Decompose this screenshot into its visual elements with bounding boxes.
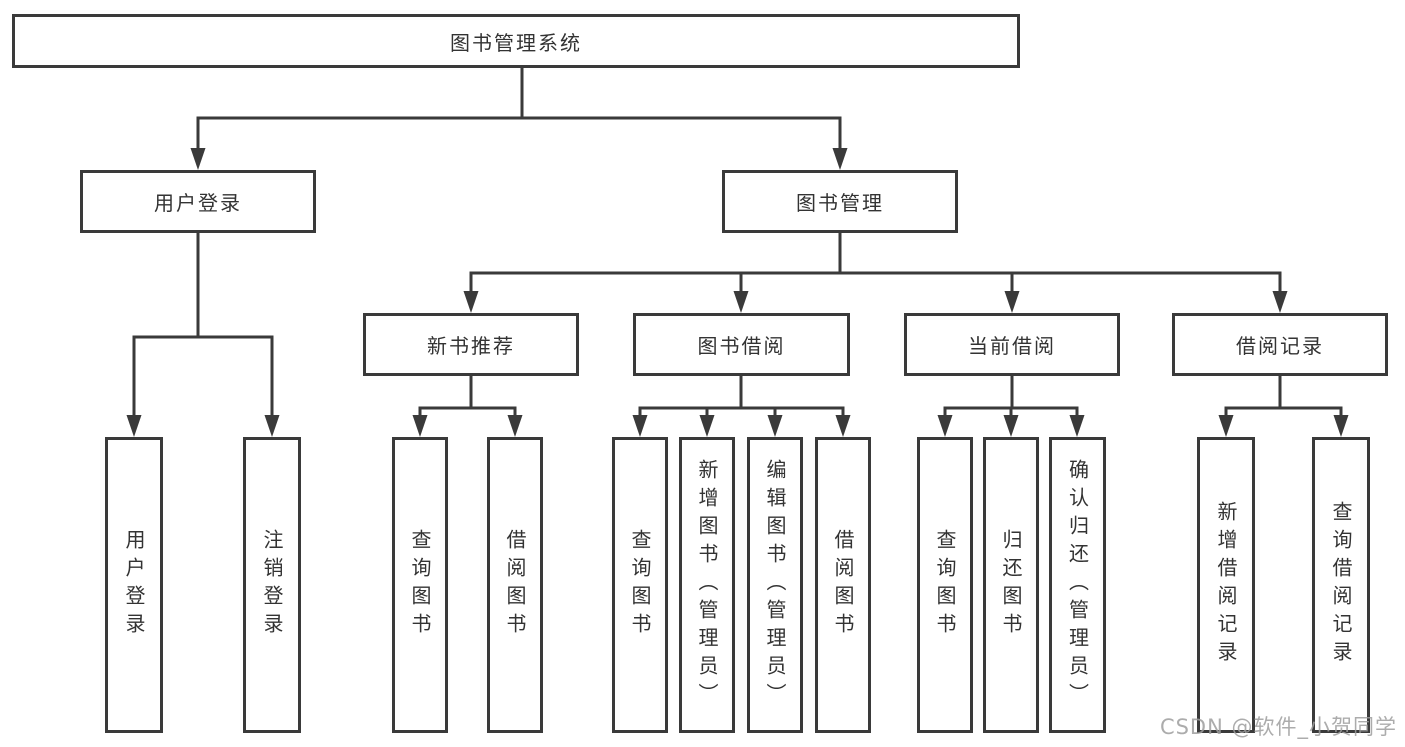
leaf-query-books-recommend: 查询图书 bbox=[392, 437, 448, 733]
node-root-library-system: 图书管理系统 bbox=[12, 14, 1020, 68]
csdn-watermark: CSDN @软件_小贺同学 bbox=[1159, 715, 1397, 739]
node-new-book-recommendation: 新书推荐 bbox=[363, 313, 579, 376]
leaf-query-borrow-record: 查询借阅记录 bbox=[1312, 437, 1370, 733]
leaf-add-books-admin: 新增图书（管理员） bbox=[679, 437, 735, 733]
connector-newbook-to-leaves bbox=[412, 374, 523, 437]
connector-currentborrow-to-leaves bbox=[937, 374, 1085, 437]
leaf-logout: 注销登录 bbox=[243, 437, 301, 733]
connector-root-to-level2 bbox=[190, 66, 848, 170]
leaf-return-books: 归还图书 bbox=[983, 437, 1039, 733]
node-borrowing-records: 借阅记录 bbox=[1172, 313, 1388, 376]
connector-bookmgmt-to-level3 bbox=[463, 231, 1288, 313]
node-current-borrowing: 当前借阅 bbox=[904, 313, 1120, 376]
node-user-login: 用户登录 bbox=[80, 170, 316, 233]
leaf-query-books-borrow: 查询图书 bbox=[612, 437, 668, 733]
leaf-user-login: 用户登录 bbox=[105, 437, 163, 733]
node-book-management: 图书管理 bbox=[722, 170, 958, 233]
leaf-query-books-current: 查询图书 bbox=[917, 437, 973, 733]
connector-userlogin-to-leaves bbox=[126, 231, 280, 437]
leaf-edit-books-admin: 编辑图书（管理员） bbox=[747, 437, 803, 733]
leaf-confirm-return-admin: 确认归还（管理员） bbox=[1049, 437, 1106, 733]
node-book-borrowing: 图书借阅 bbox=[633, 313, 850, 376]
leaf-borrow-books-recommend: 借阅图书 bbox=[487, 437, 543, 733]
leaf-borrow-books: 借阅图书 bbox=[815, 437, 871, 733]
leaf-add-borrow-record: 新增借阅记录 bbox=[1197, 437, 1255, 733]
connector-borrowrecords-to-leaves bbox=[1218, 374, 1349, 437]
connector-bookborrow-to-leaves bbox=[632, 374, 851, 437]
